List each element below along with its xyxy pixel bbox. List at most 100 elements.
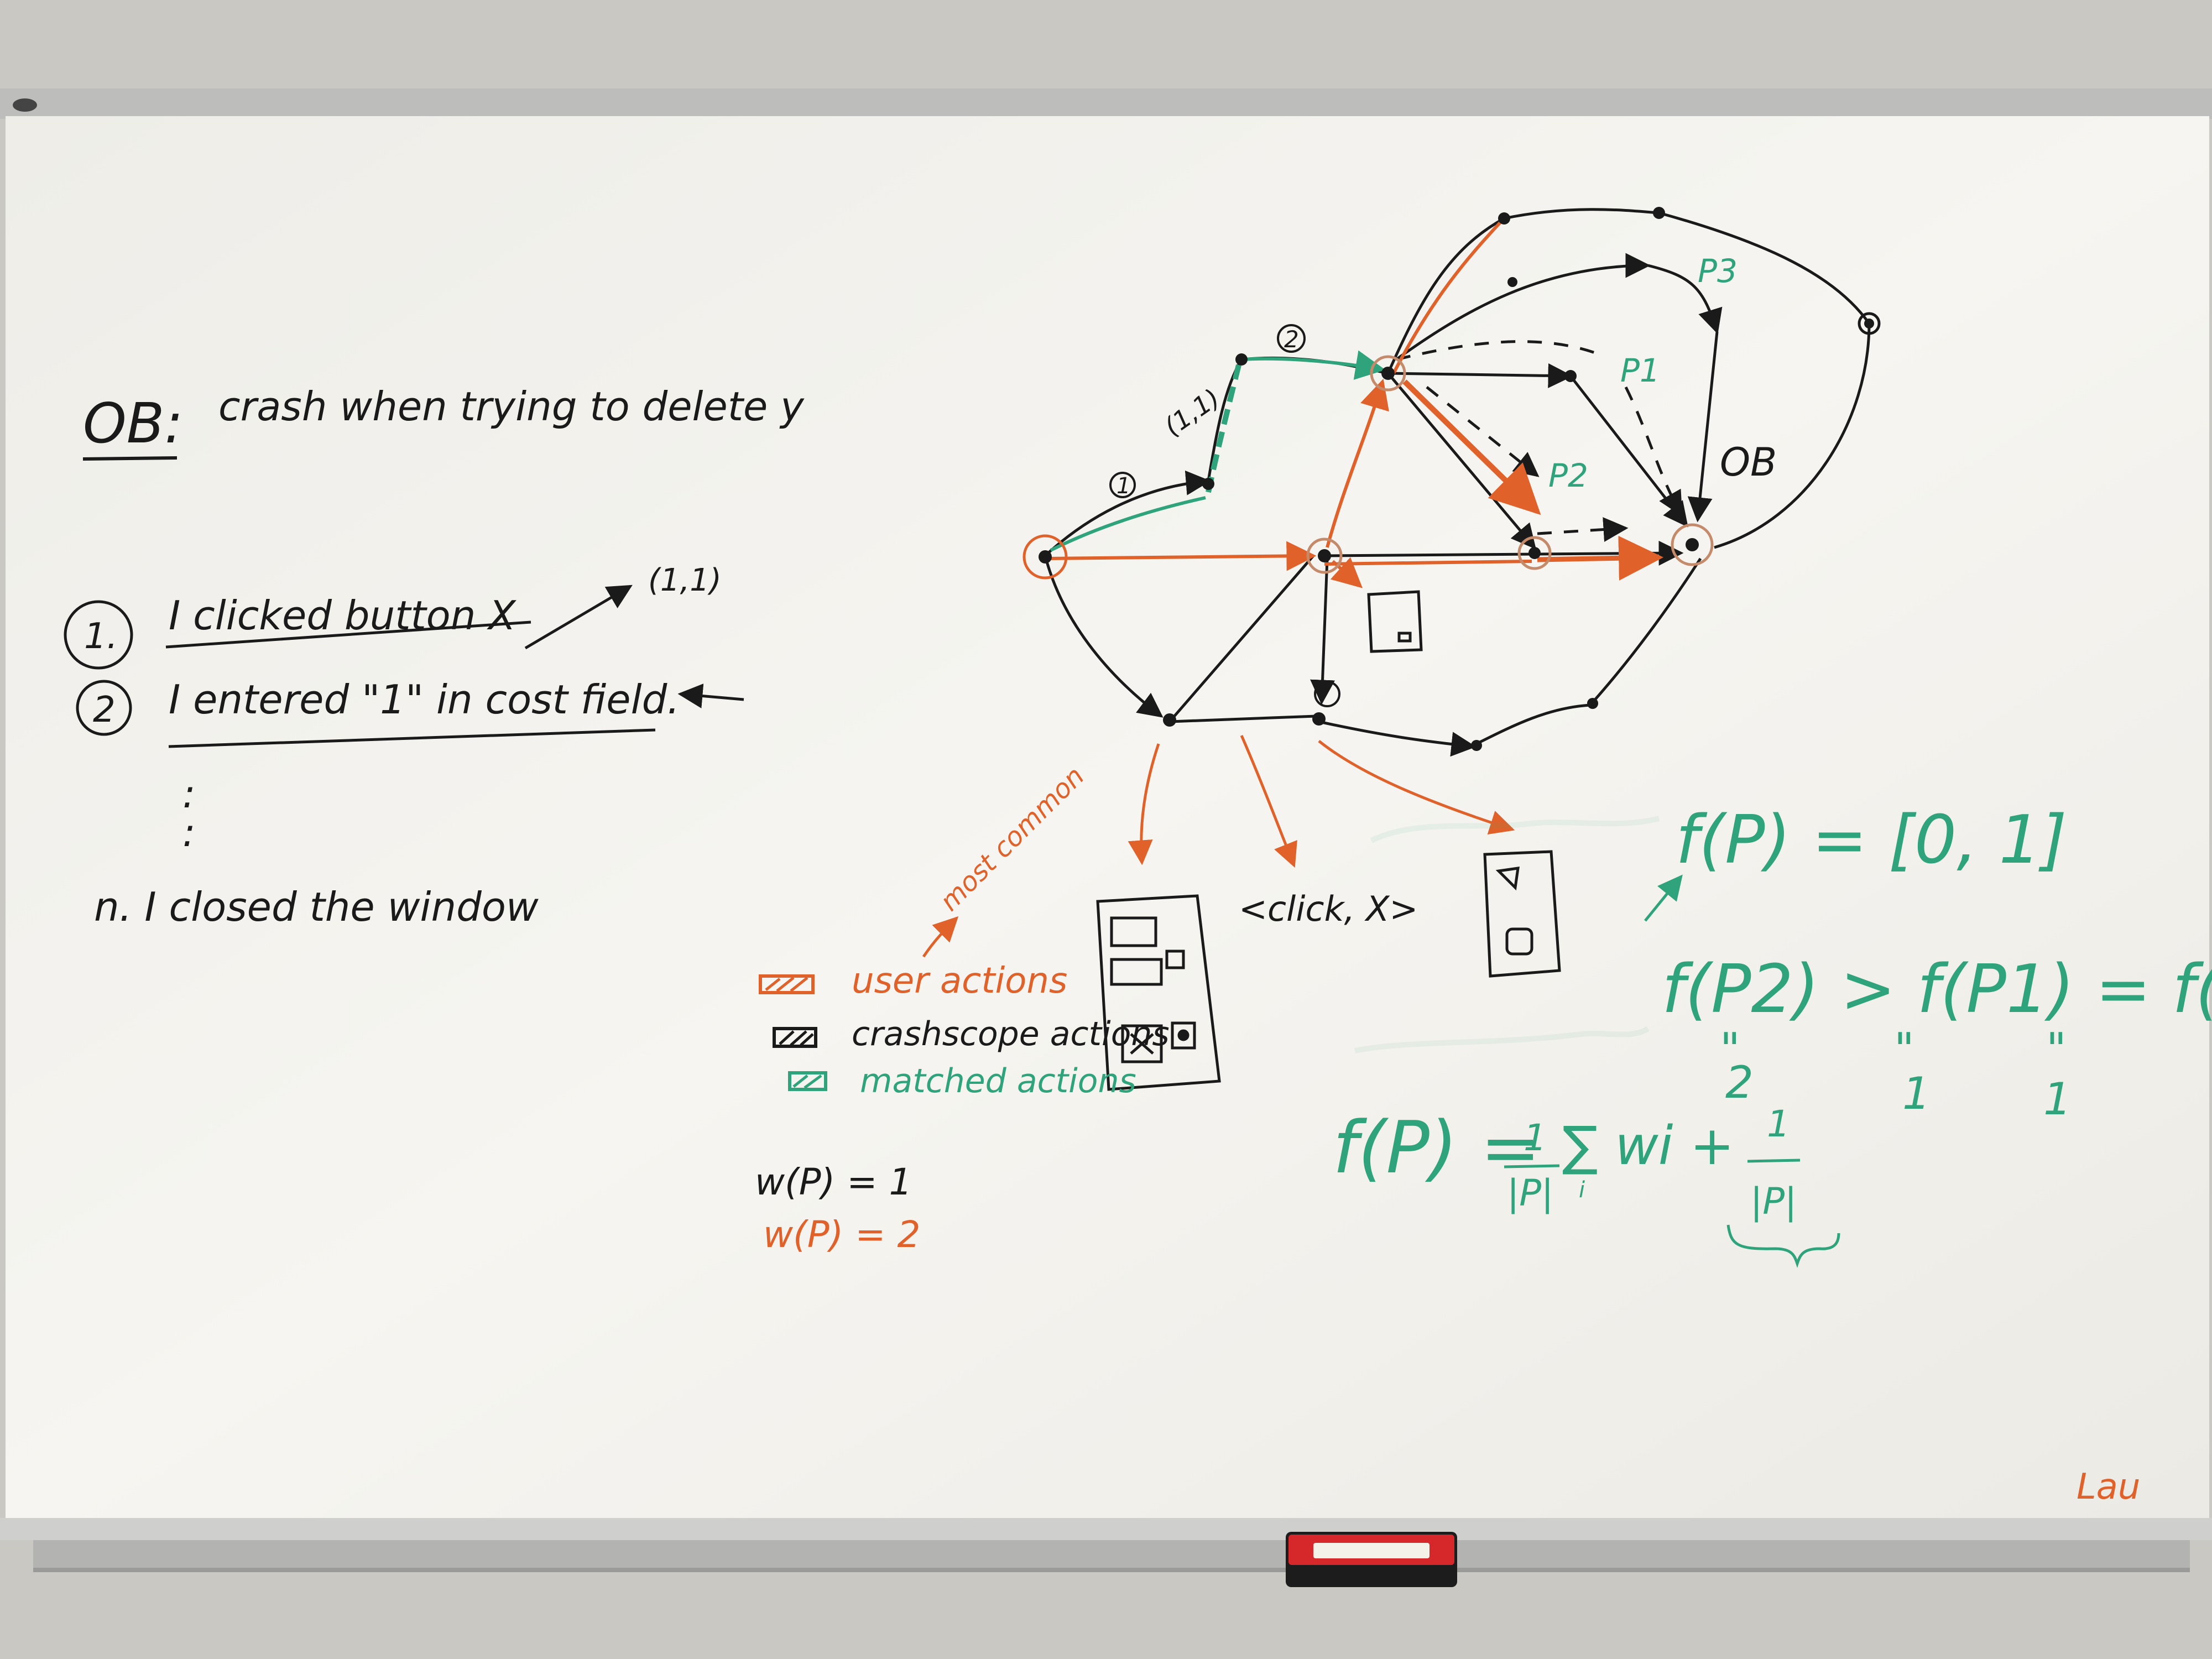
node-bm-ring <box>1314 681 1340 707</box>
weight-black: w(P) = 1 <box>755 1161 912 1203</box>
formula-compare: f(P2) > f(P1) = f(P3) <box>1662 951 2212 1028</box>
graph-edges-green <box>1050 350 1386 552</box>
screen-sketch-right <box>1483 850 1561 978</box>
node-a <box>1202 478 1214 490</box>
node-c <box>1370 355 1406 392</box>
node-mid <box>1306 538 1343 574</box>
underbrace <box>1726 1224 1840 1268</box>
node-g <box>1507 277 1517 287</box>
node-b <box>1235 353 1248 366</box>
main-frac1-bar <box>1504 1164 1560 1168</box>
screen-dot <box>1177 1029 1190 1041</box>
node-bl <box>1163 713 1176 727</box>
screen-right-icon <box>1495 867 1520 891</box>
sketch-arrows-orange <box>922 734 1515 958</box>
signature: Lau <box>2077 1467 2140 1507</box>
node-p2 <box>1517 536 1552 570</box>
screen-x-box <box>1121 1024 1163 1063</box>
graph-nodes <box>1022 207 1881 751</box>
weight-orange: w(P) = 2 <box>763 1213 921 1256</box>
main-frac2-den: |P| <box>1750 1180 1797 1223</box>
screen-box-2 <box>1110 958 1163 986</box>
p2-value: 2 <box>1725 1057 1754 1108</box>
step2-arrow <box>677 684 744 708</box>
ghost-writing <box>1354 816 1660 1053</box>
edge-2-circle <box>1277 324 1306 353</box>
click-tuple: <click, X> <box>1239 889 1418 929</box>
main-frac1-num: 1 <box>1524 1117 1547 1159</box>
formula-range: f(P) = [0, 1] <box>1676 802 2067 879</box>
node-f-dot <box>1864 319 1874 328</box>
node-e <box>1653 207 1665 219</box>
main-frac1-den: |P| <box>1507 1172 1553 1214</box>
marker-tray <box>33 1540 2190 1568</box>
screen-right-button <box>1505 927 1533 956</box>
eraser-sticker <box>1313 1543 1430 1558</box>
frame-logo <box>13 98 37 112</box>
main-lhs: f(P) = <box>1333 1105 1541 1190</box>
ellipsis-dot: : <box>182 810 196 855</box>
weights: w(P) = 1 w(P) = 2 <box>755 1161 921 1256</box>
node-d <box>1498 212 1510 225</box>
p3-value: 1 <box>2043 1073 2072 1125</box>
edge-1-label: 1 <box>1117 473 1130 499</box>
node-start <box>1022 534 1068 580</box>
legend-user-actions: user actions <box>852 961 1067 1001</box>
small-screen-sketch <box>1367 590 1423 653</box>
step1-annotation: (1,1) <box>648 562 722 598</box>
node-ob <box>1671 523 1714 566</box>
step2-number: 2 <box>93 690 116 731</box>
p1-eq: " <box>1894 1024 1914 1075</box>
step1-arrow <box>524 585 633 650</box>
legend-swatch-matched <box>788 1071 827 1091</box>
node-start-dot <box>1039 550 1052 564</box>
tray-shadow <box>33 1568 2190 1572</box>
p3-eq: " <box>2046 1024 2067 1075</box>
main-sum: ∑ wi + <box>1562 1115 1734 1177</box>
step2-text: I entered "1" in cost field. <box>169 676 680 723</box>
legend-crashscope-actions: crashscope actions <box>852 1015 1170 1053</box>
ellipsis: : <box>182 771 196 817</box>
label-ob: OB <box>1720 440 1777 485</box>
step1-text: I clicked button X <box>169 592 517 639</box>
left-notes: OB: crash when trying to delete y 1. I c… <box>64 383 805 930</box>
node-h <box>1564 370 1577 382</box>
screen-box-1 <box>1110 916 1157 947</box>
node-f <box>1858 312 1881 335</box>
step2-underline <box>168 728 656 748</box>
step2-circle <box>76 680 132 736</box>
bottom-frame <box>0 1518 2212 1540</box>
screen-x-mark <box>1130 1033 1154 1055</box>
screen-sketches <box>1096 590 1561 1091</box>
label-p3: P3 <box>1698 252 1738 290</box>
legend-matched-actions: matched actions <box>860 1062 1136 1100</box>
small-screen-button <box>1397 632 1412 643</box>
main-frac2-num: 1 <box>1767 1103 1790 1145</box>
step1-number: 1. <box>84 616 118 657</box>
node-ob-dot <box>1686 538 1699 551</box>
node-br2 <box>1587 698 1598 709</box>
screen-box-3 <box>1165 950 1185 969</box>
ob-text: crash when trying to delete y <box>218 383 805 430</box>
label-p1: P1 <box>1620 352 1660 389</box>
legend: user actions crashscope actions matched … <box>759 961 1170 1100</box>
main-sum-index: i <box>1579 1177 1585 1203</box>
node-mid-dot <box>1318 549 1331 562</box>
board-surface <box>6 116 2209 1521</box>
graph-labels: 1 2 (1,1) P3 P1 P2 OB <box>1109 252 1777 499</box>
edge-2-label: 2 <box>1284 326 1299 353</box>
graph-edges-dashed <box>1396 340 1683 542</box>
ob-label: OB: <box>83 391 183 456</box>
p1-value: 1 <box>1902 1068 1931 1119</box>
formulas: f(P) = [0, 1] f(P2) > f(P1) = f(P3) " 2 … <box>1333 802 2212 1268</box>
legend-swatch-crashscope <box>773 1027 817 1048</box>
p2-eq: " <box>1720 1024 1740 1075</box>
node-p2-dot <box>1528 547 1541 559</box>
screen-sketch-left <box>1096 894 1221 1091</box>
label-p2: P2 <box>1548 457 1588 494</box>
top-frame <box>0 88 2212 119</box>
step1-circle <box>64 600 133 670</box>
node-c-dot <box>1381 367 1395 380</box>
stepn-text: n. I closed the window <box>94 884 539 930</box>
